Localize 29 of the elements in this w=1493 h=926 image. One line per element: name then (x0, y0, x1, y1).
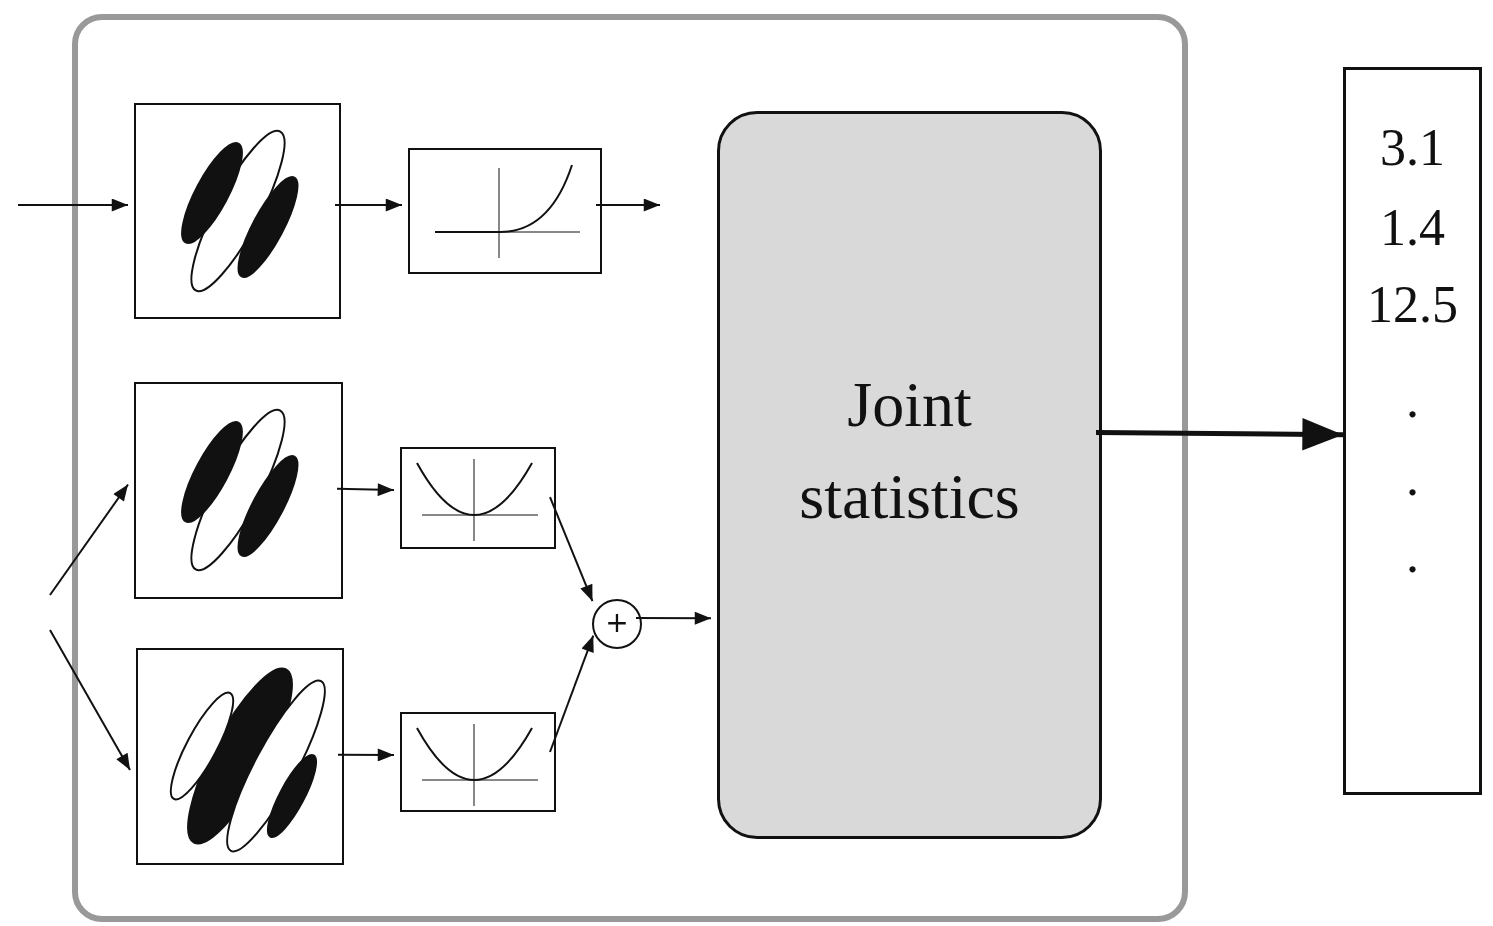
sum-circle (592, 599, 642, 649)
arrow (337, 748, 395, 762)
rounded-panel (72, 14, 1188, 922)
vector-value: 12.5 (1366, 275, 1459, 335)
vector-value: . (1405, 448, 1420, 508)
filter-box (134, 103, 341, 319)
plus-sign: + (604, 606, 630, 640)
arrow (336, 483, 395, 497)
nonlinearity-box (408, 148, 602, 274)
box-label: Joint statistics (798, 368, 1021, 534)
nonlinearity-box (400, 712, 556, 812)
arrow (49, 483, 129, 596)
arrow (17, 198, 129, 212)
arrow (635, 611, 712, 625)
arrow (334, 198, 403, 212)
filter-box (134, 382, 343, 599)
vector-box (1343, 67, 1482, 795)
arrow (549, 634, 595, 753)
arrow (49, 629, 131, 772)
vector-value: 3.1 (1379, 118, 1446, 178)
vector-value: . (1405, 525, 1420, 585)
arrow (549, 496, 594, 603)
vector-value: . (1405, 370, 1420, 430)
arrow (595, 198, 661, 212)
nonlinearity-box (400, 447, 556, 549)
process-box (717, 111, 1102, 839)
arrow (1096, 418, 1343, 451)
filter-box (136, 648, 344, 865)
vector-value: 1.4 (1379, 198, 1446, 258)
